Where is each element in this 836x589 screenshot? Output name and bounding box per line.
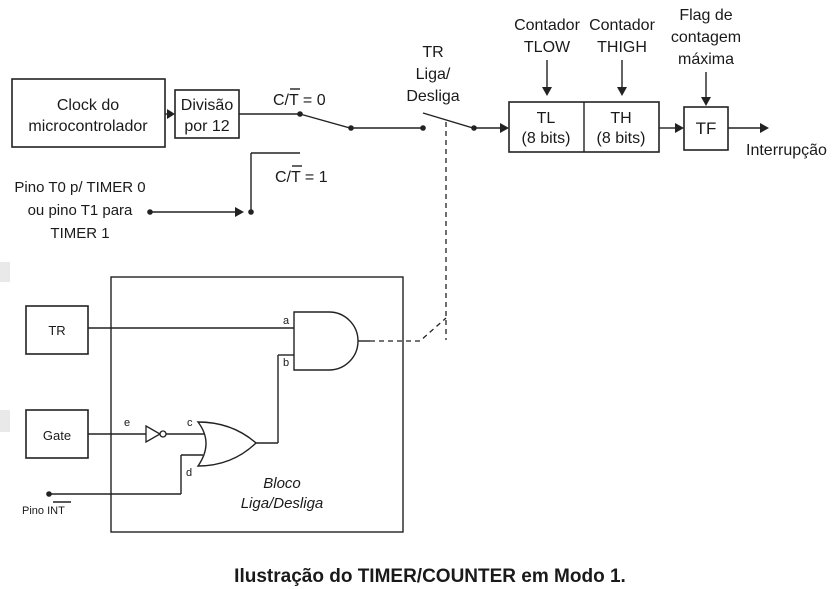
th-bits: (8 bits) (597, 130, 646, 147)
divider-box: Divisão por 12 (174, 89, 240, 139)
block-title-1: Bloco (263, 475, 301, 492)
input-d-label: d (186, 467, 192, 479)
gate-input-label: Gate (43, 428, 71, 443)
ct0-label: C/T = 0 (273, 92, 326, 109)
and-gate (293, 311, 359, 371)
input-c-label: c (187, 417, 193, 429)
divider-label-2: por 12 (184, 118, 229, 135)
arrow-head (500, 123, 509, 133)
contact-dot (248, 209, 254, 215)
pin-label-3: TIMER 1 (50, 225, 109, 242)
interrupt-label: Interrupção (746, 142, 827, 159)
clock-label-1: Clock do (57, 97, 119, 114)
input-b-label: b (283, 357, 289, 369)
counter-register: TL (8 bits) TH (8 bits) (508, 101, 660, 153)
input-a-label: a (283, 315, 290, 327)
arrow-head (701, 97, 711, 106)
gate-input-box: Gate (25, 409, 89, 459)
flag-heading-2: contagem (671, 29, 741, 46)
tf-label: TF (696, 119, 717, 138)
arrow-head (542, 87, 552, 96)
selector-switch (299, 113, 351, 129)
tf-flag-box: TF (683, 106, 729, 151)
input-e-label: e (124, 417, 130, 429)
arrow-head (235, 207, 244, 217)
scan-artifact (0, 262, 10, 282)
pin-label-1: Pino T0 p/ TIMER 0 (14, 179, 145, 196)
tlow-heading-2: TLOW (524, 39, 571, 56)
thigh-heading-1: Contador (589, 17, 655, 34)
ct1-label: C/T = 1 (275, 169, 328, 186)
flag-heading-1: Flag de (679, 7, 732, 24)
int-pin-label: Pino INT (22, 505, 65, 517)
clock-label-2: microcontrolador (28, 118, 148, 135)
figure-caption: Ilustração do TIMER/COUNTER em Modo 1. (234, 566, 626, 587)
arrow-head (675, 123, 684, 133)
tr-label-3: Desliga (406, 88, 459, 105)
pin-label-2: ou pino T1 para (28, 202, 133, 219)
scan-artifact (0, 410, 10, 432)
contact-dot (420, 125, 426, 131)
clock-box: Clock do microcontrolador (11, 78, 166, 148)
tr-label-1: TR (422, 44, 443, 61)
or-gate (196, 421, 258, 467)
control-link (370, 317, 447, 342)
flag-heading-3: máxima (678, 51, 734, 68)
thigh-heading-2: THIGH (597, 39, 647, 56)
tr-input-box: TR (25, 305, 89, 355)
inverter-gate (145, 424, 162, 444)
tl-bits: (8 bits) (522, 130, 571, 147)
arrow-head (760, 123, 769, 133)
block-title-2: Liga/Desliga (241, 495, 324, 512)
tr-label-2: Liga/ (416, 66, 451, 83)
th-label: TH (610, 110, 631, 127)
tlow-heading-1: Contador (514, 17, 580, 34)
divider-label-1: Divisão (181, 97, 234, 114)
tl-label: TL (537, 110, 556, 127)
tr-switch (422, 112, 474, 129)
arrow-head (617, 87, 627, 96)
tr-input-label: TR (48, 323, 65, 338)
arrow-head (167, 109, 175, 119)
on-off-block (110, 276, 404, 533)
inverter-bubble (159, 430, 167, 438)
